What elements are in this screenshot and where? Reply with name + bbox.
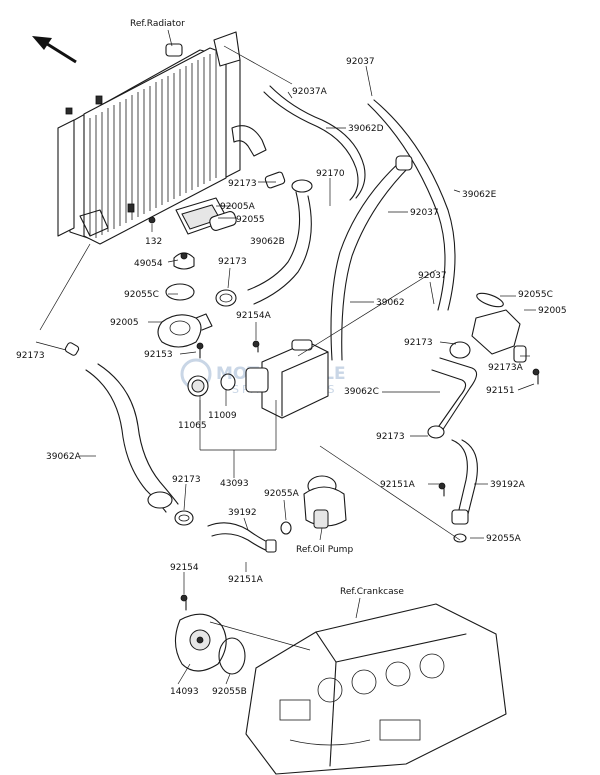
hose-39062B bbox=[247, 179, 313, 305]
hose-39062C bbox=[427, 341, 478, 439]
thermostat-housing bbox=[157, 313, 213, 348]
ref-radiator-label: Ref.Radiator bbox=[130, 19, 185, 29]
leader-lines bbox=[35, 29, 536, 685]
clamp-92173-a bbox=[215, 289, 237, 307]
label-11009: 11009 bbox=[208, 411, 237, 421]
label-92037: 92037 bbox=[346, 57, 375, 67]
label-92173-mid: 92173 bbox=[218, 257, 247, 267]
label-92055A-right: 92055A bbox=[486, 534, 522, 544]
label-49054: 49054 bbox=[134, 259, 163, 269]
label-92173-r2: 92173 bbox=[376, 432, 405, 442]
label-39192A: 39192A bbox=[490, 480, 526, 490]
clamp-92173-left bbox=[64, 342, 80, 356]
label-92154: 92154 bbox=[170, 563, 199, 573]
clamp-92173-low bbox=[174, 510, 194, 526]
bolt-92154A bbox=[252, 340, 260, 353]
clamp-92173-top bbox=[264, 171, 286, 189]
label-92151: 92151 bbox=[486, 386, 515, 396]
label-92055B: 92055B bbox=[212, 687, 247, 697]
hose-39062 bbox=[330, 155, 413, 361]
label-92170: 92170 bbox=[316, 169, 345, 179]
oil-cooler bbox=[245, 339, 329, 419]
label-92173-low: 92173 bbox=[172, 475, 201, 485]
label-92037-right: 92037 bbox=[418, 271, 447, 281]
label-39062E: 39062E bbox=[462, 190, 497, 200]
label-92173-left: 92173 bbox=[16, 351, 45, 361]
pipe-39192 bbox=[207, 522, 277, 553]
crankcase bbox=[245, 603, 507, 775]
bolt-92151A-right bbox=[438, 482, 446, 497]
inlet-pipe-92005 bbox=[471, 292, 527, 363]
label-39062C: 39062C bbox=[344, 387, 379, 397]
radiator bbox=[57, 31, 267, 245]
label-39062B: 39062B bbox=[250, 237, 285, 247]
label-39062: 39062 bbox=[376, 298, 405, 308]
label-43093: 43093 bbox=[220, 479, 249, 489]
o-ring-92055A-mid bbox=[280, 521, 292, 535]
hose-39062E bbox=[367, 99, 456, 311]
label-92173A: 92173A bbox=[488, 363, 524, 373]
filter-11065 bbox=[187, 375, 209, 397]
part-labels: Ref.Radiator 92037 92037A 39062D 92170 3… bbox=[16, 19, 567, 697]
label-92037-mid: 92037 bbox=[410, 208, 439, 218]
hose-39062A bbox=[85, 363, 179, 513]
hose-39062D bbox=[263, 85, 366, 201]
front-direction-arrow-icon bbox=[32, 36, 77, 64]
bolt-92153 bbox=[196, 342, 204, 359]
label-92151A-low: 92151A bbox=[228, 575, 264, 585]
oil-pump bbox=[303, 475, 347, 529]
pipe-39192A bbox=[451, 439, 478, 525]
water-pump-cover-14093 bbox=[174, 613, 227, 672]
label-92055C-right: 92055C bbox=[518, 290, 553, 300]
label-92037A: 92037A bbox=[292, 87, 328, 97]
o-ring-11009 bbox=[220, 373, 236, 391]
label-92154A: 92154A bbox=[236, 311, 272, 321]
label-39062A: 39062A bbox=[46, 452, 82, 462]
label-ref-oil-pump: Ref.Oil Pump bbox=[296, 545, 353, 555]
label-92173-top: 92173 bbox=[228, 179, 257, 189]
label-132: 132 bbox=[145, 237, 162, 247]
label-92055A-mid: 92055A bbox=[264, 489, 300, 499]
bolt-92151 bbox=[532, 368, 540, 385]
bolt-92154 bbox=[180, 594, 188, 611]
label-92005-right: 92005 bbox=[538, 306, 567, 316]
thermostat-cap bbox=[148, 197, 237, 235]
label-92005A: 92005A bbox=[220, 202, 256, 212]
label-92151A-right: 92151A bbox=[380, 480, 416, 490]
label-92055C-left: 92055C bbox=[124, 290, 159, 300]
o-ring-92055A-right bbox=[453, 533, 467, 543]
label-92055: 92055 bbox=[236, 215, 265, 225]
label-92173-right: 92173 bbox=[404, 338, 433, 348]
label-39062D: 39062D bbox=[348, 124, 384, 134]
o-ring-92055C-left bbox=[165, 283, 195, 301]
o-ring-92055B bbox=[218, 637, 246, 675]
thermostat bbox=[173, 252, 195, 270]
label-ref-crankcase: Ref.Crankcase bbox=[340, 587, 404, 597]
label-14093: 14093 bbox=[170, 687, 199, 697]
label-92153: 92153 bbox=[144, 350, 173, 360]
label-92005-left: 92005 bbox=[110, 318, 139, 328]
label-39192: 39192 bbox=[228, 508, 257, 518]
label-11065: 11065 bbox=[178, 421, 207, 431]
